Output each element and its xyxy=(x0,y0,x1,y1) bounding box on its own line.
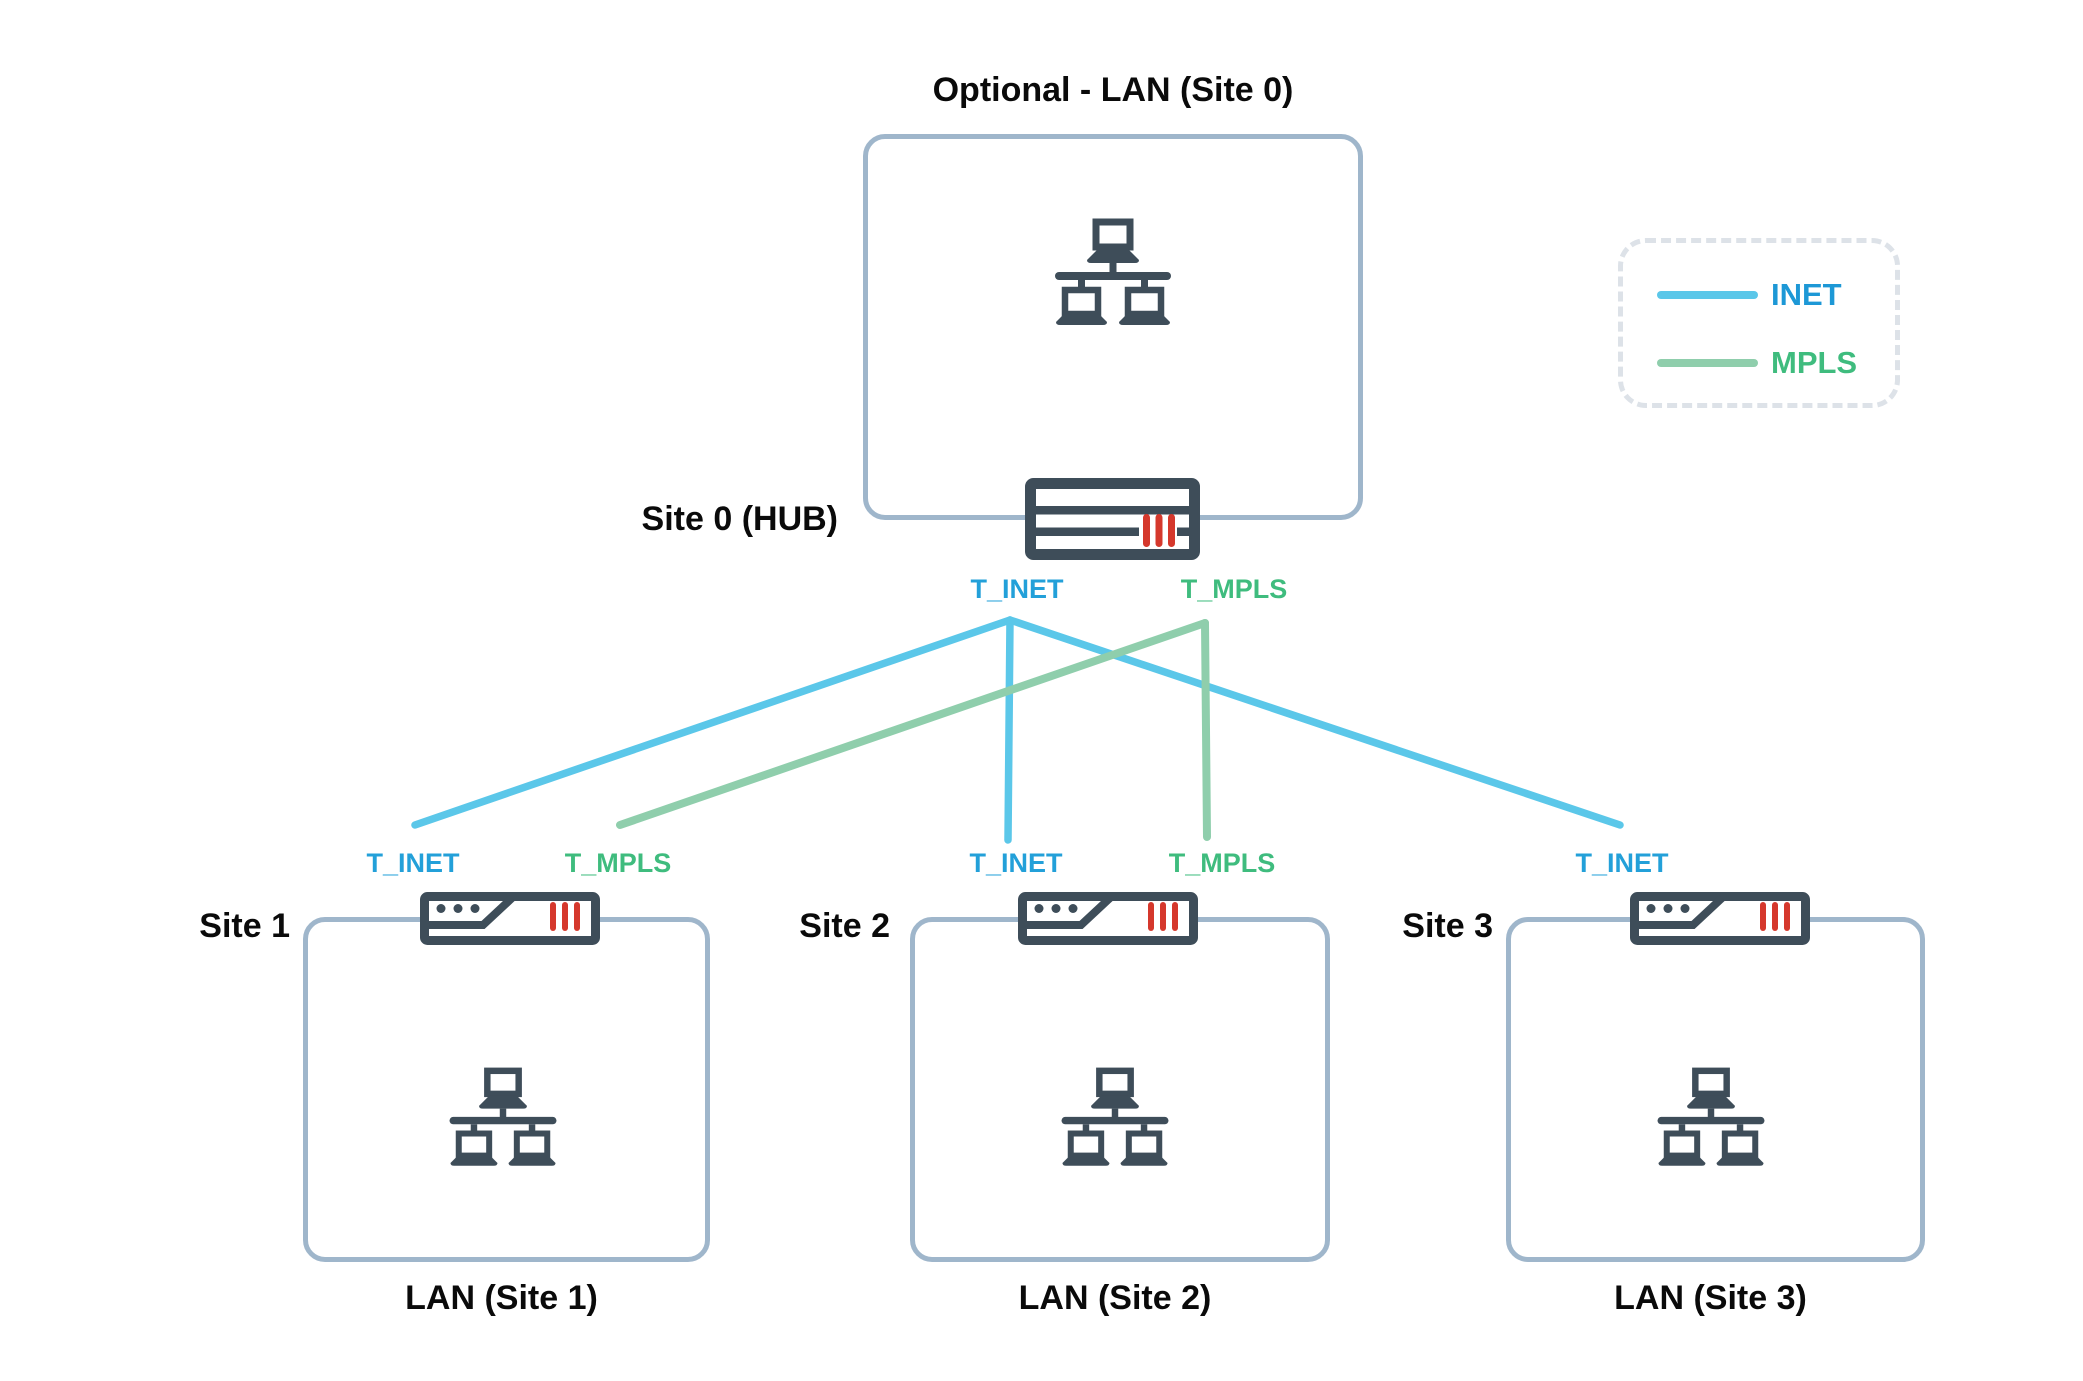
site1-t-mpls-label: T_MPLS xyxy=(564,848,672,878)
lan-icon-site3 xyxy=(1652,1066,1770,1166)
site2-label: Site 2 xyxy=(799,907,890,945)
site3-t-inet-label: T_INET xyxy=(1575,848,1669,878)
site3-lan-caption: LAN (Site 3) xyxy=(1614,1279,1807,1317)
site2-lan-caption: LAN (Site 2) xyxy=(1018,1279,1212,1317)
site2-t-mpls-label: T_MPLS xyxy=(1168,848,1276,878)
site2-t-inet-label: T_INET xyxy=(969,848,1063,878)
site3-router-icon xyxy=(1630,892,1810,945)
lan-icon-site2 xyxy=(1056,1066,1174,1166)
site3-label: Site 3 xyxy=(1402,907,1493,945)
link-inet-hub-site2 xyxy=(1004,616,1014,844)
legend-inet-line xyxy=(1657,291,1758,299)
site0-lan-title: Optional - LAN (Site 0) xyxy=(932,71,1294,109)
link-mpls-hub-site1 xyxy=(616,619,1209,829)
site0-hub-label: Site 0 (HUB) xyxy=(641,500,838,538)
site1-router-icon xyxy=(420,892,600,945)
hub-router-icon xyxy=(1025,478,1200,560)
link-inet-hub-site3 xyxy=(1006,616,1624,829)
legend: INET MPLS xyxy=(1618,238,1900,408)
lan-icon-site0 xyxy=(1049,217,1177,325)
hub-t-inet-label: T_INET xyxy=(970,574,1064,604)
lan-icon-site1 xyxy=(444,1066,562,1166)
legend-mpls-line xyxy=(1657,359,1758,367)
site1-lan-caption: LAN (Site 1) xyxy=(405,1279,598,1317)
site1-t-inet-label: T_INET xyxy=(366,848,460,878)
hub-t-mpls-label: T_MPLS xyxy=(1180,574,1288,604)
site2-router-icon xyxy=(1018,892,1198,945)
legend-inet-label: INET xyxy=(1771,277,1842,312)
link-mpls-hub-site2 xyxy=(1201,619,1211,841)
link-inet-hub-site1 xyxy=(411,616,1014,829)
site1-label: Site 1 xyxy=(199,907,290,945)
legend-mpls-label: MPLS xyxy=(1771,345,1858,380)
